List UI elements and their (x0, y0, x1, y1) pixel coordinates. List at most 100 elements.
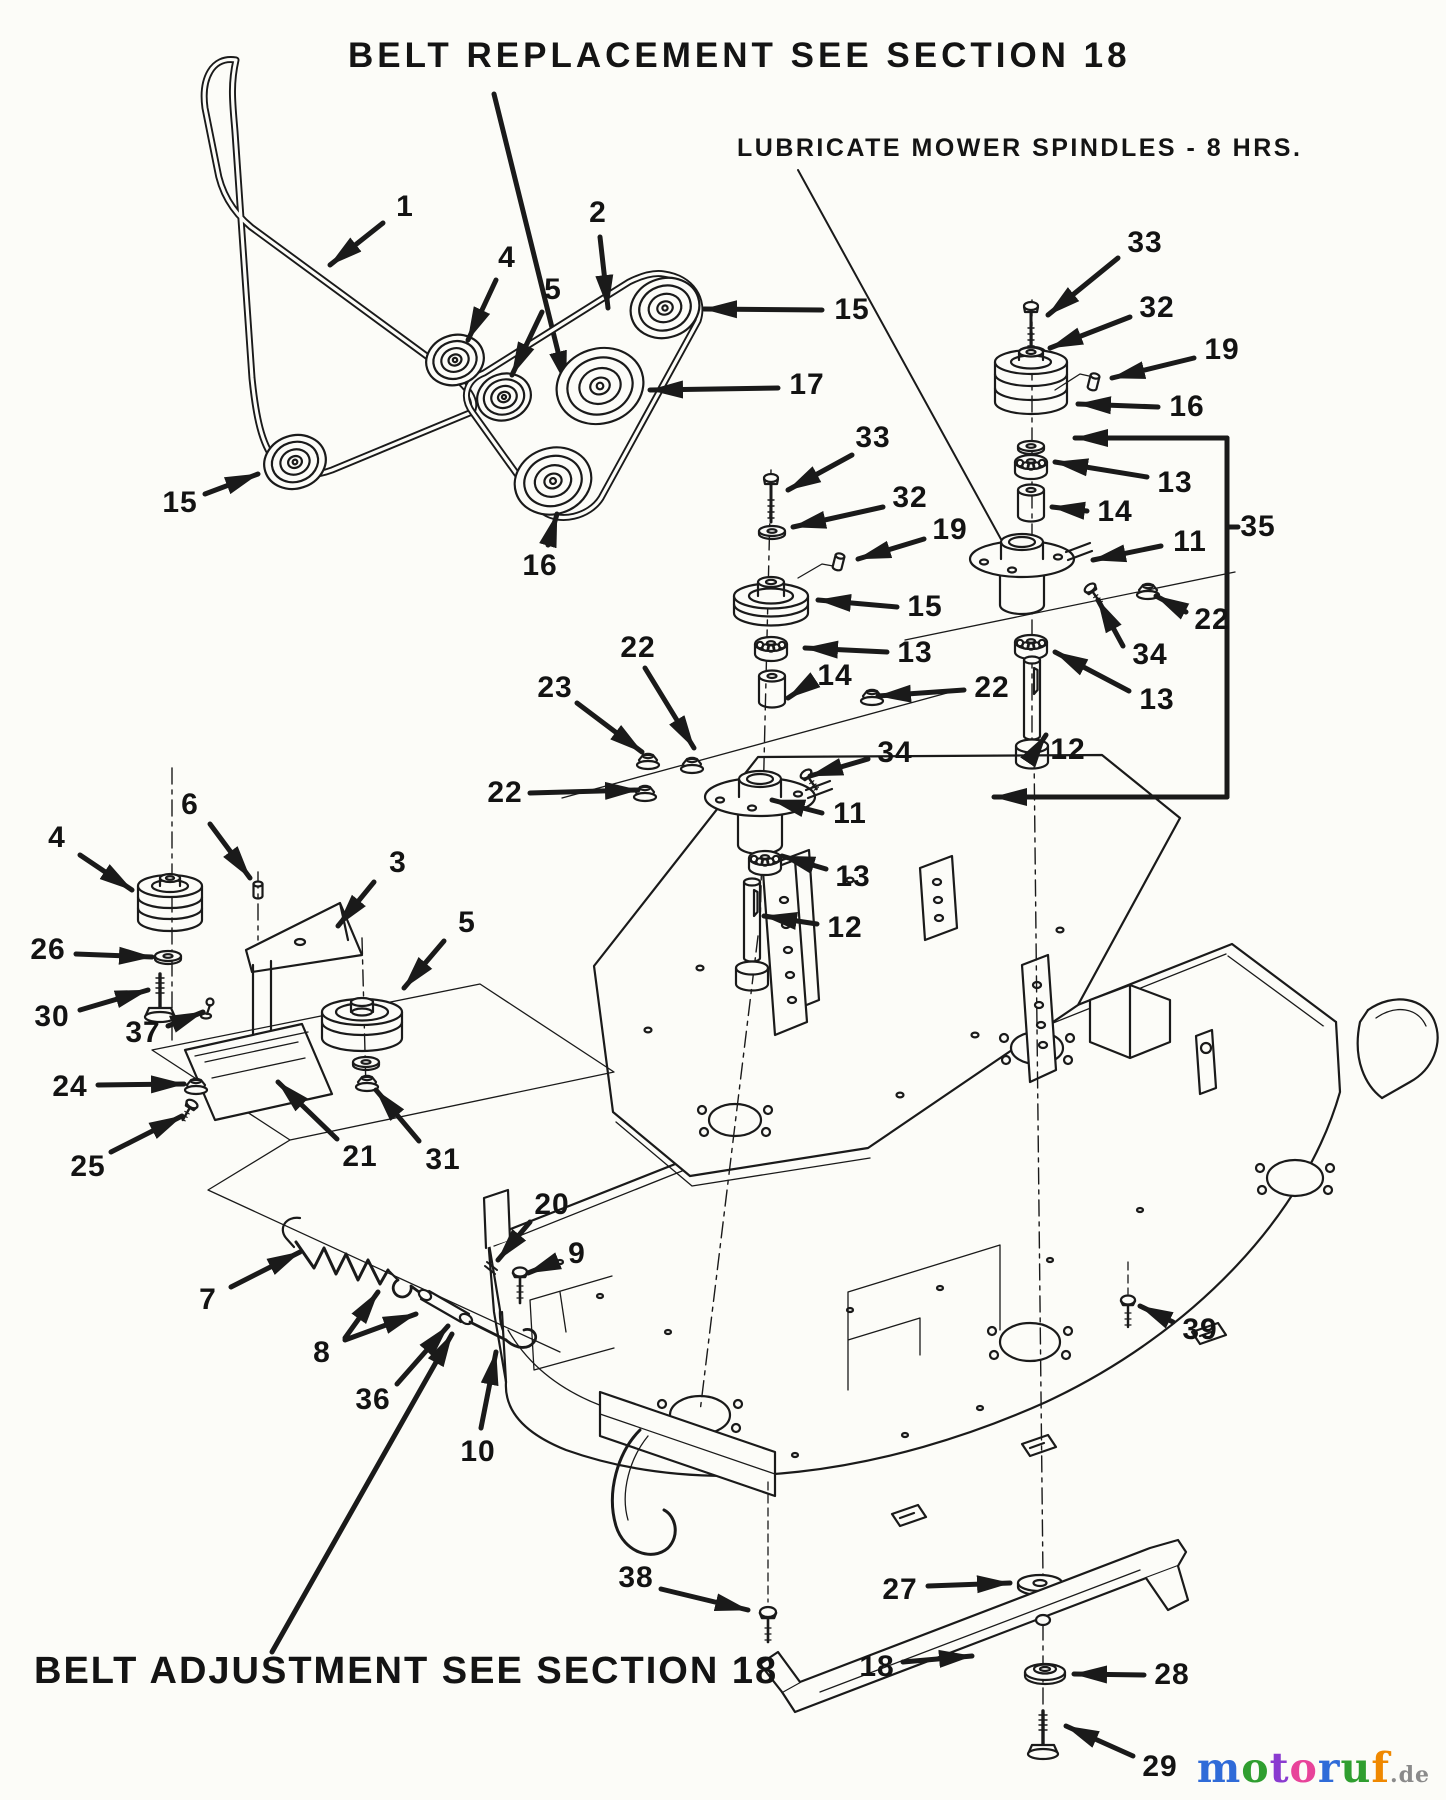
callout-arrow (1137, 1303, 1176, 1329)
part-label-12: 12 (1050, 733, 1086, 766)
callout-arrow (1095, 597, 1126, 649)
part-label-34: 34 (877, 736, 913, 769)
part-label-9: 9 (568, 1237, 586, 1270)
callout-arrow (802, 640, 890, 659)
part-label-19: 19 (932, 513, 968, 546)
belt-adjustment-leader (269, 1331, 455, 1655)
blade-assembly (758, 1538, 1190, 1761)
callout-arrow (1052, 649, 1132, 694)
tension-spring-linkage (281, 1216, 1001, 1391)
part-label-15: 15 (907, 590, 943, 623)
part-label-13: 13 (835, 860, 871, 893)
part-label-14: 14 (1097, 495, 1133, 528)
callout-arrow (327, 220, 386, 268)
part-label-21: 21 (342, 1140, 378, 1173)
callout-arrow (1063, 1723, 1136, 1759)
part-label-8: 8 (313, 1336, 331, 1369)
part-label-32: 32 (892, 481, 928, 514)
callout-arrow (1049, 501, 1090, 520)
callout-arrow (1109, 355, 1197, 381)
callout-arrow (647, 380, 781, 399)
part-label-1: 1 (396, 190, 414, 223)
part-label-6: 6 (181, 788, 199, 821)
callout-arrow (228, 1249, 303, 1290)
part-label-39: 39 (1182, 1313, 1218, 1346)
callout-arrow (465, 277, 499, 343)
part-label-4: 4 (48, 821, 66, 854)
height-bracket (1020, 953, 1058, 1084)
part-label-20: 20 (534, 1188, 570, 1221)
callout-arrow (769, 797, 825, 818)
middle-spindle-assembly (561, 472, 959, 992)
callout-arrow (495, 1219, 533, 1263)
callout-arrow (77, 852, 135, 893)
note-belt-adjustment: BELT ADJUSTMENT SEE SECTION 18 (34, 1650, 779, 1692)
belt-replacement-leader (491, 91, 569, 387)
lubricate-leader (797, 169, 1009, 553)
callout-arrow (73, 946, 155, 965)
part-label-15: 15 (834, 293, 870, 326)
height-bracket (761, 848, 821, 1037)
part-label-13: 13 (897, 636, 933, 669)
deck-shell (482, 942, 1439, 1644)
callout-arrow (335, 879, 377, 929)
part-label-3: 3 (389, 846, 407, 879)
callout-arrow (785, 452, 855, 493)
part-label-18: 18 (859, 1650, 895, 1683)
part-label-37: 37 (125, 1016, 161, 1049)
part-label-14: 14 (817, 659, 853, 692)
callout-arrow (207, 821, 253, 881)
watermark-letter: o (1289, 1744, 1318, 1792)
note-lubricate-spindles: LUBRICATE MOWER SPINDLES - 8 HRS. (737, 134, 1303, 162)
callout-arrow (525, 1252, 562, 1276)
part-label-19: 19 (1204, 333, 1240, 366)
callout-arrow (275, 1079, 340, 1142)
callout-arrow (539, 511, 560, 549)
callout-arrow (875, 684, 967, 703)
part-label-33: 33 (855, 421, 891, 454)
right-spindle-assembly (904, 300, 1236, 770)
callout-arrow (785, 672, 821, 701)
callout-arrow (95, 1075, 187, 1094)
part-label-15: 15 (162, 486, 198, 519)
watermark-suffix: .de (1389, 1762, 1430, 1788)
watermark-letter: t (1269, 1744, 1290, 1792)
callout-arrow (202, 471, 261, 497)
callout-arrow (900, 1649, 975, 1668)
callout-arrow (701, 300, 825, 319)
part-label-5: 5 (458, 906, 476, 939)
callout-arrow (342, 1311, 419, 1343)
watermark-letter: r (1317, 1744, 1341, 1792)
callout-arrow (1153, 593, 1190, 620)
callout-arrow (165, 1009, 206, 1033)
callout-arrow (1047, 314, 1133, 351)
part-label-22: 22 (487, 776, 523, 809)
part-label-22: 22 (620, 631, 656, 664)
part-label-27: 27 (882, 1573, 918, 1606)
part-label-34: 34 (1132, 638, 1168, 671)
callout-arrow (761, 912, 820, 930)
callout-arrow (108, 1113, 185, 1155)
part-label-11: 11 (1173, 525, 1207, 558)
callout-arrow (1071, 1665, 1147, 1684)
part-label-22: 22 (974, 671, 1010, 704)
part-label-22: 22 (1194, 603, 1230, 636)
callout-arrow (373, 1087, 422, 1144)
callout-arrow (574, 700, 645, 755)
callout-arrow (807, 756, 871, 779)
part-label-17: 17 (789, 368, 825, 401)
part-label-33: 33 (1127, 226, 1163, 259)
part-label-2: 2 (589, 196, 607, 229)
callout-arrow (790, 504, 886, 530)
note-belt-replacement: BELT REPLACEMENT SEE SECTION 18 (348, 36, 1131, 75)
part-label-13: 13 (1157, 466, 1193, 499)
part-label-26: 26 (30, 933, 66, 966)
part-label-12: 12 (827, 911, 863, 944)
part-label-25: 25 (70, 1150, 106, 1183)
callout-arrow (779, 853, 829, 874)
part-label-36: 36 (355, 1383, 391, 1416)
part-label-35: 35 (1240, 510, 1276, 543)
callout-arrow (595, 234, 614, 311)
part-label-7: 7 (199, 1283, 217, 1316)
